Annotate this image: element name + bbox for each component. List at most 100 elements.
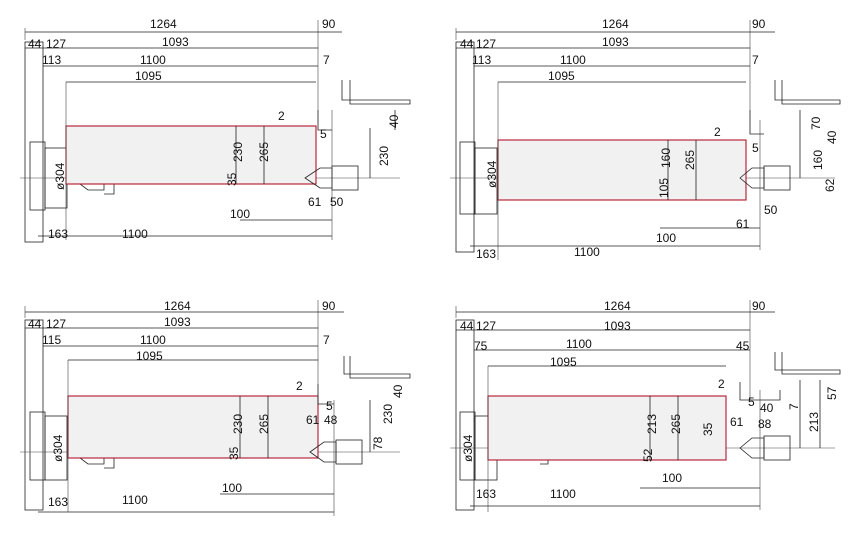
dim-61: 61 <box>306 413 320 427</box>
dim-230: 230 <box>231 414 245 434</box>
dim-75: 75 <box>474 339 488 353</box>
dim-78: 78 <box>371 436 385 450</box>
dim-105: 105 <box>657 178 671 198</box>
dim-1095: 1095 <box>136 349 163 363</box>
dim-2: 2 <box>714 125 721 139</box>
dim-1093: 1093 <box>604 319 631 333</box>
dim-90: 90 <box>752 17 766 31</box>
dim-diameter: ø304 <box>53 162 67 190</box>
workpiece-outline <box>487 395 727 461</box>
dim-61: 61 <box>730 415 744 429</box>
dim-40: 40 <box>825 130 839 144</box>
dim-7: 7 <box>752 53 759 67</box>
workpiece-outline <box>65 125 317 185</box>
dim-1264: 1264 <box>604 299 631 313</box>
dim-5: 5 <box>748 395 755 409</box>
dim-1093: 1093 <box>162 35 189 49</box>
dim-1093: 1093 <box>602 35 629 49</box>
dim-40: 40 <box>760 401 774 415</box>
dim-44: 44 <box>28 37 42 51</box>
dim-1095: 1095 <box>550 355 577 369</box>
dim-88: 88 <box>758 417 772 431</box>
dim-1264: 1264 <box>602 17 629 31</box>
dim-163: 163 <box>476 487 496 501</box>
dim-44: 44 <box>28 317 42 331</box>
dim-57: 57 <box>825 386 839 400</box>
tailstock-quill <box>335 439 363 465</box>
dim-163: 163 <box>48 227 68 241</box>
dim-45: 45 <box>736 339 750 353</box>
dim-diameter: ø304 <box>461 434 475 462</box>
dim-163: 163 <box>48 495 68 509</box>
dim-230-right: 230 <box>377 146 391 166</box>
dim-35: 35 <box>227 446 241 460</box>
dim-127: 127 <box>476 319 496 333</box>
dim-40: 40 <box>391 384 405 398</box>
workpiece-outline <box>67 395 319 459</box>
dim-50: 50 <box>330 195 344 209</box>
dim-90: 90 <box>752 299 766 313</box>
dim-265: 265 <box>683 150 697 170</box>
dim-1264: 1264 <box>164 299 191 313</box>
dim-230: 230 <box>231 142 245 162</box>
dim-35: 35 <box>225 172 239 186</box>
dim-1100-bottom: 1100 <box>122 493 148 507</box>
dim-62: 62 <box>823 178 837 192</box>
dim-7: 7 <box>323 333 330 347</box>
dim-2: 2 <box>296 379 303 393</box>
dim-5: 5 <box>320 127 327 141</box>
turret-top <box>343 356 411 379</box>
dim-diameter: ø304 <box>485 160 499 188</box>
dim-35: 35 <box>701 422 715 436</box>
dim-48: 48 <box>324 413 338 427</box>
tailstock-quill <box>763 435 791 461</box>
dim-52: 52 <box>641 448 655 462</box>
dim-1095: 1095 <box>135 69 162 83</box>
headstock-rear <box>24 319 44 511</box>
dim-1100: 1100 <box>566 337 592 351</box>
dim-265: 265 <box>257 414 271 434</box>
dim-61: 61 <box>736 217 750 231</box>
dim-44: 44 <box>460 319 474 333</box>
dim-115: 115 <box>42 333 61 347</box>
dim-127: 127 <box>46 317 66 331</box>
panel-top-right <box>450 20 841 260</box>
dim-1100: 1100 <box>140 333 166 347</box>
dim-70: 70 <box>809 116 823 130</box>
dim-265: 265 <box>257 142 271 162</box>
dim-50: 50 <box>764 203 778 217</box>
dim-127: 127 <box>476 37 496 51</box>
turret-top <box>774 80 841 105</box>
dim-40: 40 <box>387 114 401 128</box>
dim-100: 100 <box>230 207 250 221</box>
dim-1095: 1095 <box>548 69 575 83</box>
panel-top-left <box>20 20 411 243</box>
dim-213: 213 <box>645 414 659 434</box>
dim-160: 160 <box>659 148 673 168</box>
panel-bottom-right <box>450 300 841 512</box>
dim-213-right: 213 <box>807 412 821 432</box>
spindle-housing <box>474 147 498 215</box>
dim-1100-bottom: 1100 <box>574 245 600 259</box>
workpiece-outline <box>497 139 747 201</box>
tailstock-quill <box>763 165 791 191</box>
dim-7: 7 <box>787 403 801 410</box>
dim-1264: 1264 <box>150 17 177 31</box>
panel-bottom-left <box>20 300 411 516</box>
dim-90: 90 <box>322 17 336 31</box>
dim-7: 7 <box>323 53 330 67</box>
tool-holder <box>749 110 764 135</box>
dim-1100: 1100 <box>560 53 586 67</box>
dim-160-right: 160 <box>811 150 825 170</box>
dim-100: 100 <box>222 481 242 495</box>
dim-5: 5 <box>326 399 333 413</box>
dim-1093: 1093 <box>164 315 191 329</box>
headstock-rear <box>455 319 475 511</box>
dim-61: 61 <box>308 195 322 209</box>
spindle-housing <box>44 415 68 481</box>
dim-230-right: 230 <box>381 404 395 424</box>
turret-top <box>774 352 841 375</box>
headstock-rear <box>455 41 475 253</box>
dim-1100: 1100 <box>140 53 166 67</box>
